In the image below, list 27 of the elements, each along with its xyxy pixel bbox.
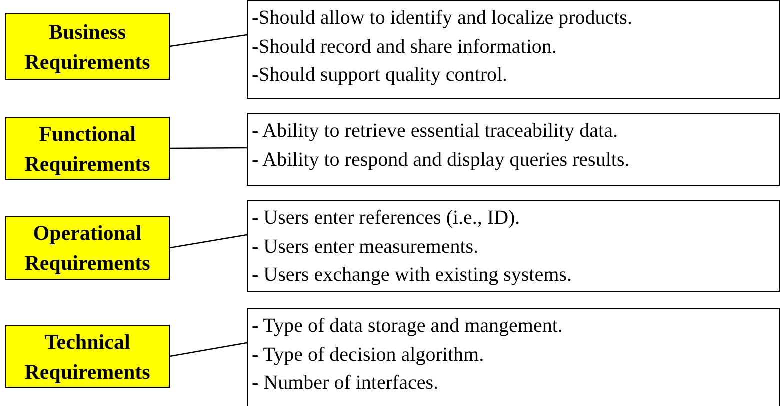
bullet-text: - Ability to retrieve essential traceability data. <box>252 119 618 144</box>
bullet-text: -Should record and share information. <box>252 34 557 60</box>
requirement-list-box <box>247 0 780 99</box>
requirement-category-box <box>5 117 170 180</box>
bullet-text: - Ability to respond and display queries results. <box>252 148 630 172</box>
bullet-text: - Users exchange with existing systems. <box>252 263 572 288</box>
connector-line <box>170 342 248 358</box>
requirement-list-box <box>247 113 780 186</box>
category-label: Functional Requirements <box>24 120 152 178</box>
category-label: Technical Requirements <box>24 328 152 386</box>
requirement-category-box <box>5 325 170 388</box>
category-label: Operational Requirements <box>24 220 152 277</box>
requirement-category-box <box>5 13 170 80</box>
connector-line <box>170 147 247 150</box>
bullet-text: - Type of decision algorithm. <box>252 342 484 368</box>
category-label: Business Requirements <box>24 18 152 76</box>
bullet-text: -Should support quality control. <box>252 63 508 88</box>
bullet-text: - Users enter measurements. <box>252 234 479 260</box>
bullet-text: - Type of data storage and mangement. <box>252 314 563 339</box>
bullet-text: - Users enter references (i.e., ID). <box>252 206 520 231</box>
requirement-list-box <box>247 200 780 292</box>
bullet-text: - Number of interfaces. <box>252 371 439 396</box>
connector-line <box>170 34 248 48</box>
bullet-text: -Should allow to identify and localize products. <box>252 6 632 31</box>
requirement-list-box <box>247 308 780 406</box>
requirement-category-box <box>5 216 170 280</box>
connector-line <box>170 234 248 249</box>
